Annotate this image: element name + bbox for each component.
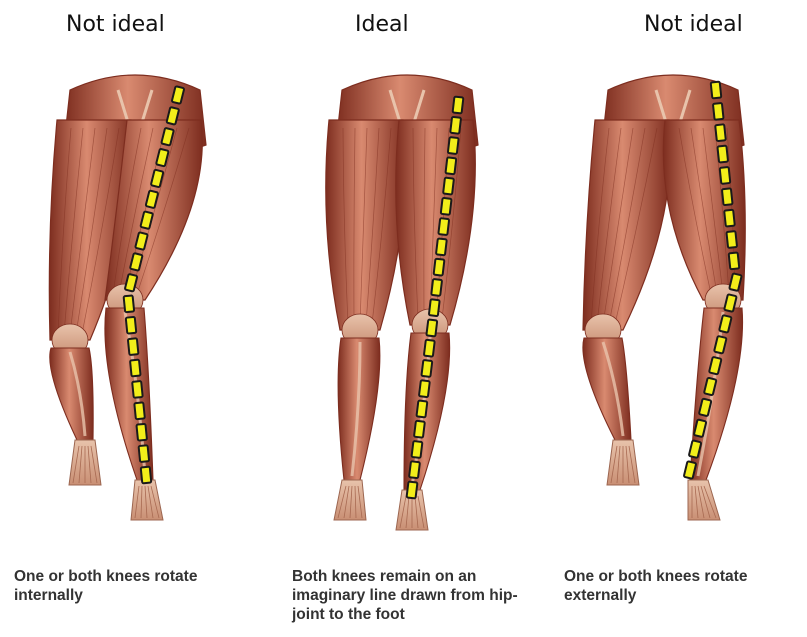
alignment-marker <box>136 424 147 441</box>
alignment-marker <box>717 146 728 163</box>
right-leg <box>663 120 745 520</box>
left-leg <box>326 120 406 520</box>
alignment-marker <box>445 157 456 174</box>
alignment-marker <box>726 231 737 248</box>
alignment-marker <box>431 279 442 296</box>
alignment-marker <box>715 124 726 141</box>
caption-ideal-alignment: Both knees remain on an imaginary line d… <box>292 567 542 624</box>
alignment-marker <box>426 319 437 336</box>
alignment-marker <box>419 380 430 397</box>
alignment-marker <box>124 295 135 312</box>
alignment-marker <box>441 198 452 215</box>
caption-internal-rotation: One or both knees rotate internally <box>14 567 264 605</box>
alignment-marker <box>416 400 427 417</box>
alignment-marker <box>713 103 724 120</box>
alignment-marker <box>729 252 740 269</box>
alignment-marker <box>407 482 418 499</box>
legs-illustration-ideal-alignment <box>272 50 542 550</box>
legs-illustration-internal-rotation <box>0 50 270 550</box>
left-thigh <box>583 120 671 330</box>
alignment-marker <box>711 82 722 99</box>
alignment-marker <box>443 178 454 195</box>
alignment-marker <box>724 210 735 227</box>
caption-external-rotation: One or both knees rotate externally <box>564 567 807 605</box>
alignment-marker <box>436 238 447 255</box>
alignment-marker <box>438 218 449 235</box>
alignment-marker <box>132 381 143 398</box>
alignment-marker <box>421 360 432 377</box>
legs-illustration-external-rotation <box>538 50 807 550</box>
alignment-marker <box>429 299 440 316</box>
alignment-marker <box>434 259 445 276</box>
left-leg <box>583 120 671 485</box>
alignment-marker <box>414 421 425 438</box>
alignment-marker <box>453 97 464 114</box>
alignment-marker <box>126 317 137 334</box>
alignment-marker <box>409 461 420 478</box>
alignment-marker <box>722 188 733 205</box>
left-thigh <box>326 120 406 330</box>
alignment-marker <box>412 441 423 458</box>
alignment-marker <box>134 402 145 419</box>
alignment-marker <box>130 360 141 377</box>
alignment-marker <box>139 445 150 462</box>
panel-title-ideal: Ideal <box>355 12 409 37</box>
alignment-marker <box>450 117 461 134</box>
alignment-marker <box>424 340 435 357</box>
alignment-marker <box>141 467 152 484</box>
panel-title-internal: Not ideal <box>66 12 165 37</box>
panel-title-external: Not ideal <box>644 12 743 37</box>
alignment-marker <box>448 137 459 154</box>
alignment-marker <box>128 338 139 355</box>
alignment-marker <box>720 167 731 184</box>
